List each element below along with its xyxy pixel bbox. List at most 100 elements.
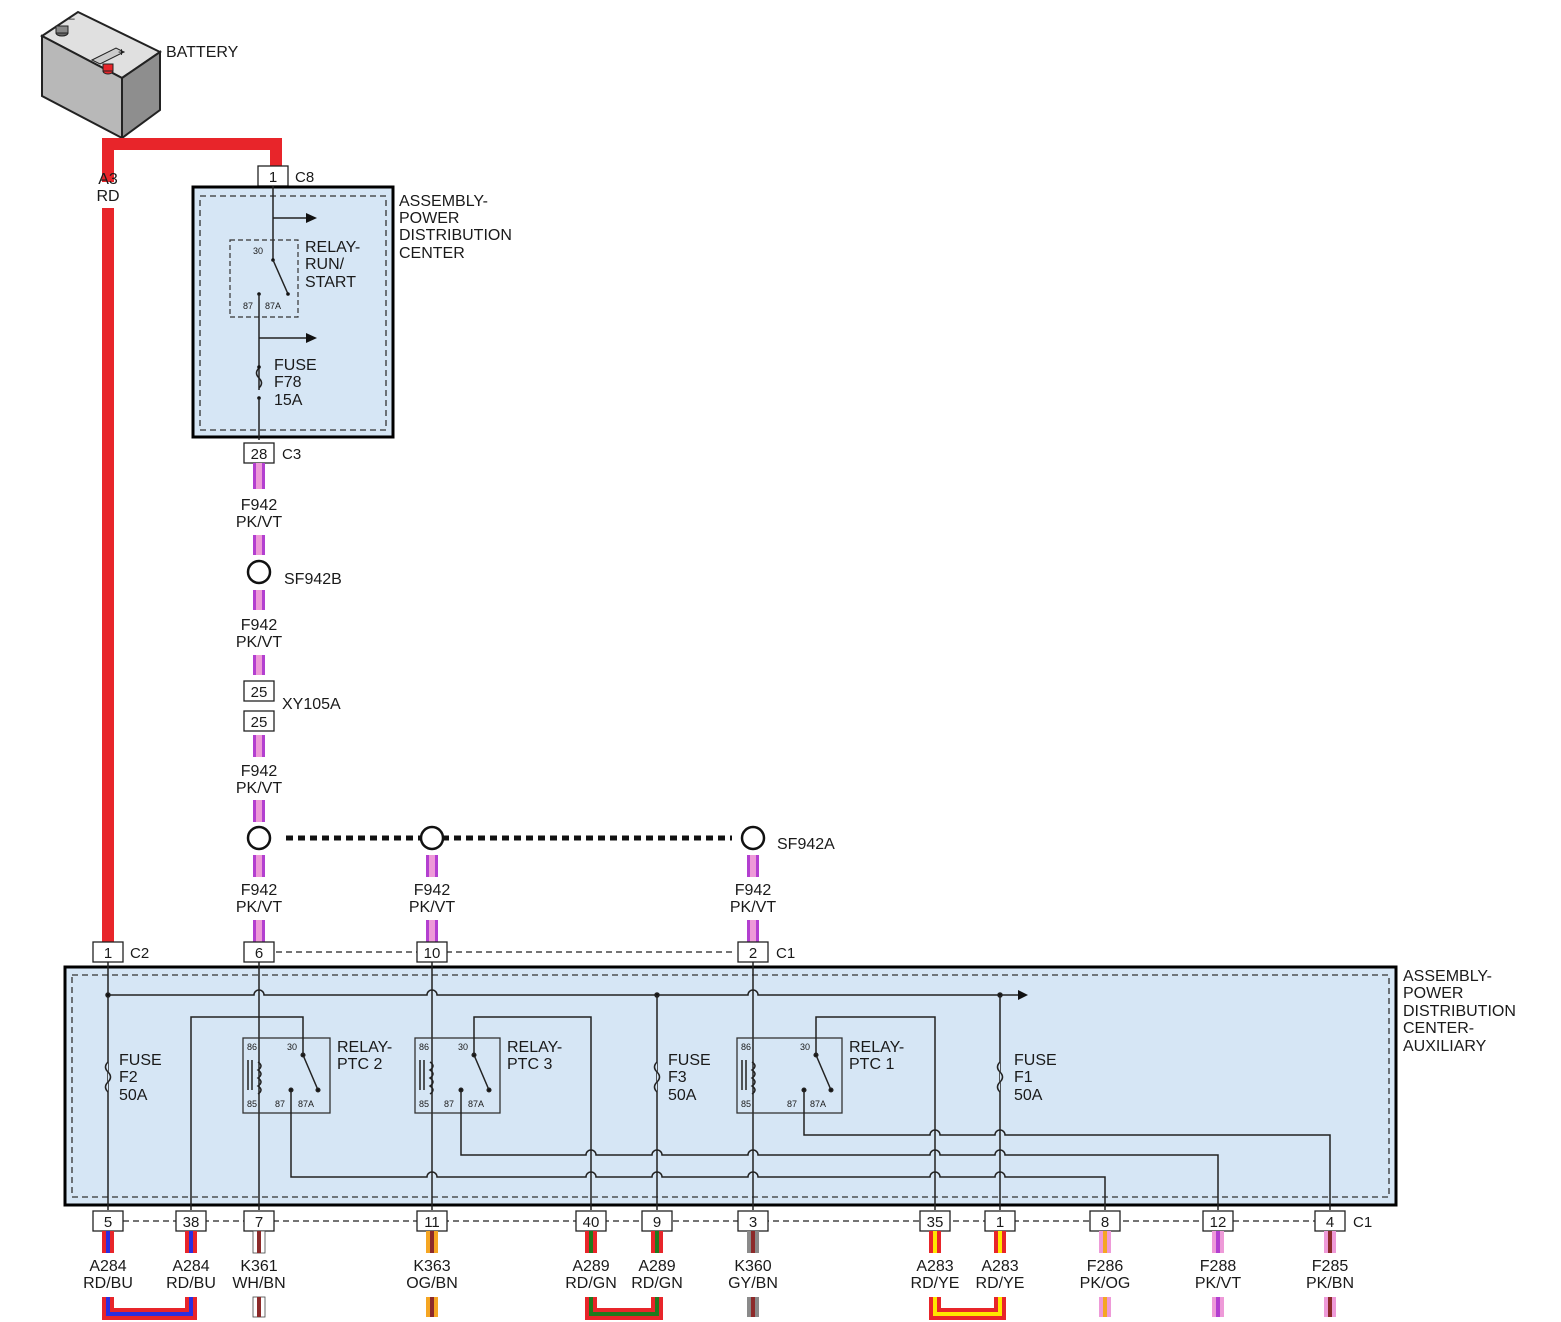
battery-label: BATTERY xyxy=(166,44,239,61)
wire-stripe xyxy=(189,1231,193,1253)
relay-pin-87a: 87A xyxy=(265,301,281,311)
pdc-title-2: POWER xyxy=(399,210,459,227)
f942-circuit-2: F942 xyxy=(241,617,278,634)
pdca-title-1: ASSEMBLY- xyxy=(1403,968,1492,985)
wire-stripe xyxy=(589,1231,593,1253)
f942-color-6: PK/VT xyxy=(730,899,776,916)
bottom-wire-circuit: F286 xyxy=(1087,1258,1124,1275)
f942-circuit-5: F942 xyxy=(414,882,451,899)
bottom-pin-number: 35 xyxy=(927,1214,944,1231)
wire-stripe xyxy=(257,1231,261,1253)
fuse-f2-rating: 50A xyxy=(119,1087,148,1104)
pin-87a: 87A xyxy=(298,1099,314,1109)
bottom-pin-number: 1 xyxy=(996,1214,1004,1231)
bottom-wire-circuit: A284 xyxy=(172,1258,209,1275)
splice-sf942b xyxy=(246,559,272,585)
pdc-out-connector: C3 xyxy=(282,446,301,463)
inline-pin-bottom: 25 xyxy=(251,714,268,731)
pin-87: 87 xyxy=(787,1099,797,1109)
splice-sf942a-node-3 xyxy=(740,825,766,851)
splice-sf942a-node-2 xyxy=(419,825,445,851)
fuse-f3-name: FUSE xyxy=(668,1052,711,1069)
inline-pin-top: 25 xyxy=(251,684,268,701)
f942-color-3: PK/VT xyxy=(236,780,282,797)
wire-stripe xyxy=(1216,1297,1220,1317)
bottom-pin-number: 11 xyxy=(424,1214,440,1231)
relay-ptc1-label-1: RELAY- xyxy=(849,1039,904,1056)
bottom-wire-circuit: A289 xyxy=(572,1258,609,1275)
relay-ptc1-pins: 86 30 85 87 87A xyxy=(741,1042,826,1109)
bottom-wire-color: PK/OG xyxy=(1080,1275,1131,1292)
relay-ptc2-pins: 86 30 85 87 87A xyxy=(247,1042,314,1109)
f942-circuit-6: F942 xyxy=(735,882,772,899)
relay-ptc3-pins: 86 30 85 87 87A xyxy=(419,1042,484,1109)
wire-stripe xyxy=(1328,1297,1332,1317)
bottom-pin-number: 3 xyxy=(749,1214,757,1231)
splice-b-label: SF942B xyxy=(284,571,342,588)
pdca-top-conn-c2: C2 xyxy=(130,945,149,962)
f942-circuit-3: F942 xyxy=(241,763,278,780)
inline-connector-name: XY105A xyxy=(282,696,341,713)
pdc-fuse-label-2: F78 xyxy=(274,374,302,391)
pdc-in-pin: 1 xyxy=(269,169,277,186)
bottom-pin-number: 40 xyxy=(583,1214,600,1231)
relay-pin-87: 87 xyxy=(243,301,253,311)
bottom-wire-circuit: F288 xyxy=(1200,1258,1237,1275)
pdc-relay-label-2: RUN/ xyxy=(305,256,345,273)
battery-icon: – + xyxy=(40,10,162,140)
pdca-title-4: CENTER- xyxy=(1403,1020,1474,1037)
f942-circuit-4: F942 xyxy=(241,882,278,899)
pin-30: 30 xyxy=(458,1042,468,1052)
bottom-wire-color: GY/BN xyxy=(728,1275,778,1292)
wire-circuit-label: A3 xyxy=(98,171,118,188)
pdca-top-pin-6: 6 xyxy=(255,945,263,962)
bottom-pin-number: 5 xyxy=(104,1214,112,1231)
pin-86: 86 xyxy=(741,1042,751,1052)
svg-text:+: + xyxy=(118,45,125,59)
bottom-wire-color: OG/BN xyxy=(406,1275,458,1292)
bottom-wire-color: RD/YE xyxy=(976,1275,1025,1292)
wire-stripe xyxy=(1103,1297,1107,1317)
pdc-box xyxy=(191,185,395,439)
bottom-wire-color: RD/BU xyxy=(83,1275,133,1292)
fuse-f2-id: F2 xyxy=(119,1069,138,1086)
bottom-pin-number: 9 xyxy=(653,1214,661,1231)
relay-ptc2-label-2: PTC 2 xyxy=(337,1056,382,1073)
bottom-pin-number: 7 xyxy=(255,1214,263,1231)
pdca-title-5: AUXILIARY xyxy=(1403,1038,1487,1055)
wire-stripe xyxy=(106,1231,110,1253)
wire-stripe xyxy=(257,1297,261,1317)
relay-ptc2-label-1: RELAY- xyxy=(337,1039,392,1056)
bottom-wire-circuit: A284 xyxy=(89,1258,126,1275)
bottom-pin-number: 38 xyxy=(183,1214,200,1231)
bottom-wire-circuit: A283 xyxy=(916,1258,953,1275)
pdc-internal-wiring xyxy=(229,186,317,440)
wire-stripe xyxy=(655,1231,659,1253)
bottom-wire-circuit: F285 xyxy=(1312,1258,1349,1275)
bottom-wire-circuit: K361 xyxy=(240,1258,277,1275)
bottom-wire-color: RD/GN xyxy=(631,1275,683,1292)
bottom-wire-circuit: K363 xyxy=(413,1258,450,1275)
f942-color-4: PK/VT xyxy=(236,899,282,916)
pin-85: 85 xyxy=(741,1099,751,1109)
pdc-title-1: ASSEMBLY- xyxy=(399,193,488,210)
pdca-box xyxy=(63,965,1398,1207)
pdc-fuse-label-3: 15A xyxy=(274,392,303,409)
pdc-relay-label-1: RELAY- xyxy=(305,239,360,256)
wire-stripe xyxy=(751,1297,755,1317)
pdc-fuse-label-1: FUSE xyxy=(274,357,317,374)
wire-stripe xyxy=(1103,1231,1107,1253)
f942-color-5: PK/VT xyxy=(409,899,455,916)
splice-sf942a-node-1 xyxy=(246,825,272,851)
pdca-title-3: DISTRIBUTION xyxy=(1403,1003,1516,1020)
fuse-f1-rating: 50A xyxy=(1014,1087,1043,1104)
pdca-top-pin-10: 10 xyxy=(424,945,441,962)
pin-30: 30 xyxy=(800,1042,810,1052)
pdca-top-conn-c1: C1 xyxy=(776,945,795,962)
f942-color-1: PK/VT xyxy=(236,514,282,531)
pin-87a: 87A xyxy=(468,1099,484,1109)
bottom-wire-color: RD/GN xyxy=(565,1275,617,1292)
wire-stripe xyxy=(933,1231,937,1253)
fuse-f2-name: FUSE xyxy=(119,1052,162,1069)
